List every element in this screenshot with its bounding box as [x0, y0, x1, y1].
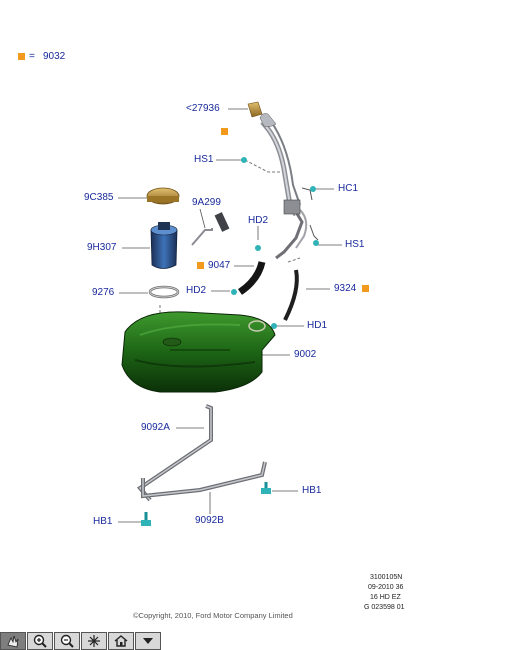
- info-line-1: 3100105N: [370, 574, 403, 581]
- callout-27936[interactable]: <27936: [186, 103, 220, 114]
- info-line-2: 09-2010 36: [368, 584, 404, 591]
- zoom-out-button[interactable]: [54, 632, 80, 650]
- fit-icon: [88, 635, 100, 647]
- callout-hs1-right[interactable]: HS1: [345, 239, 365, 250]
- legend-marker: [18, 53, 25, 60]
- fuel-tank: [121, 311, 276, 393]
- legend-part: 9032: [43, 51, 66, 62]
- info-line-3: 16 HD EZ: [370, 594, 401, 601]
- callout-9002[interactable]: 9002: [294, 349, 317, 360]
- callout-9047[interactable]: 9047: [208, 260, 231, 271]
- marker-filler-pipe: [221, 128, 228, 135]
- callout-9h307[interactable]: 9H307: [87, 242, 117, 253]
- marker-9047: [197, 262, 204, 269]
- pan-button[interactable]: [0, 632, 26, 650]
- menu-down-button[interactable]: [135, 632, 161, 650]
- menu-down-icon: [143, 638, 153, 644]
- callout-9092a[interactable]: 9092A: [141, 422, 170, 433]
- callout-hd1[interactable]: HD1: [307, 320, 328, 331]
- zoom-out-icon: [60, 634, 74, 648]
- marker-9324: [362, 285, 369, 292]
- legend-equals: =: [29, 51, 35, 62]
- info-line-4: G 023598 01: [364, 604, 405, 611]
- zoom-in-button[interactable]: [27, 632, 53, 650]
- fuel-pump-assembly: [146, 187, 230, 299]
- copyright: ©Copyright, 2010, Ford Motor Company Lim…: [133, 611, 293, 620]
- callout-9c385[interactable]: 9C385: [84, 192, 114, 203]
- filler-pipe: [241, 101, 319, 260]
- callout-9a299[interactable]: 9A299: [192, 197, 221, 208]
- illustration-info: 3100105N 09-2010 36 16 HD EZ G 023598 01: [364, 573, 404, 613]
- callout-hb1-left[interactable]: HB1: [93, 516, 113, 527]
- leader-lines: [118, 108, 342, 523]
- fit-button[interactable]: [81, 632, 107, 650]
- fuel-system-diagram: [118, 101, 342, 526]
- home-icon: [114, 635, 128, 647]
- callout-9092b[interactable]: 9092B: [195, 515, 224, 526]
- viewer-toolbar: [0, 632, 162, 650]
- callout-hd2-top[interactable]: HD2: [248, 215, 269, 226]
- callout-hd2-left[interactable]: HD2: [186, 285, 207, 296]
- pan-icon: [7, 635, 19, 648]
- tank-straps: [137, 404, 271, 526]
- home-button[interactable]: [108, 632, 134, 650]
- fuel-hoses: [231, 245, 301, 329]
- callout-hb1-right[interactable]: HB1: [302, 485, 322, 496]
- callout-9324[interactable]: 9324: [334, 283, 357, 294]
- zoom-in-icon: [33, 634, 47, 648]
- callout-hs1-top[interactable]: HS1: [194, 154, 214, 165]
- callout-hc1[interactable]: HC1: [338, 183, 359, 194]
- callout-9276[interactable]: 9276: [92, 287, 115, 298]
